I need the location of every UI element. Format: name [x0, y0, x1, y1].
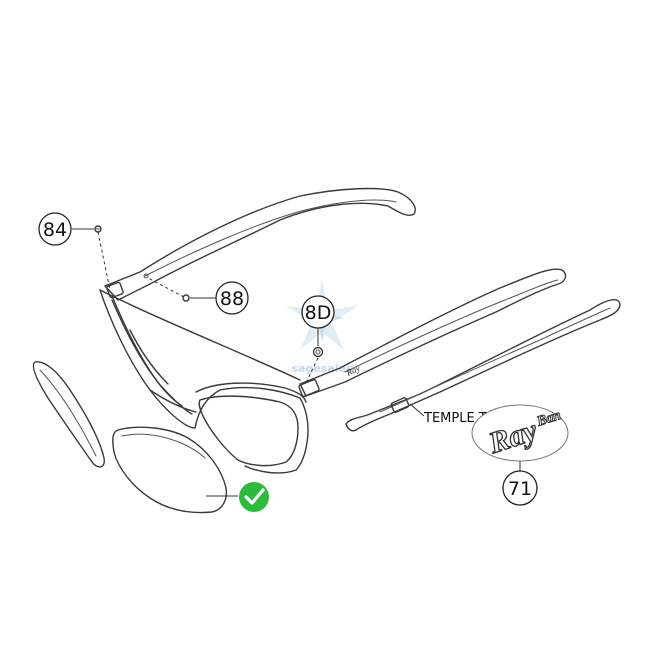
- part-8d-piece: [312, 346, 324, 358]
- frame-front: [99, 289, 309, 474]
- temple-trim-detail: Ray Ban: [471, 404, 569, 462]
- detached-temple: [345, 299, 621, 432]
- screw-84-part: [94, 225, 102, 233]
- svg-text:88: 88: [220, 288, 244, 310]
- svg-text:8D: 8D: [305, 302, 332, 324]
- callout-88: 88: [215, 281, 249, 315]
- watermark-text: sagesales: [291, 362, 353, 375]
- callout-71: 71: [502, 470, 538, 506]
- svg-text:84: 84: [43, 219, 67, 241]
- callout-84: 84: [38, 212, 72, 246]
- right-lens: [112, 426, 228, 514]
- svg-text:71: 71: [508, 478, 532, 500]
- left-temple: [104, 187, 416, 301]
- check-circle-icon: [239, 482, 269, 512]
- screw-88-part: [182, 294, 190, 302]
- right-temple: Ray: [298, 268, 567, 398]
- callout-8d: 8D: [301, 295, 335, 329]
- left-lens: [32, 361, 106, 468]
